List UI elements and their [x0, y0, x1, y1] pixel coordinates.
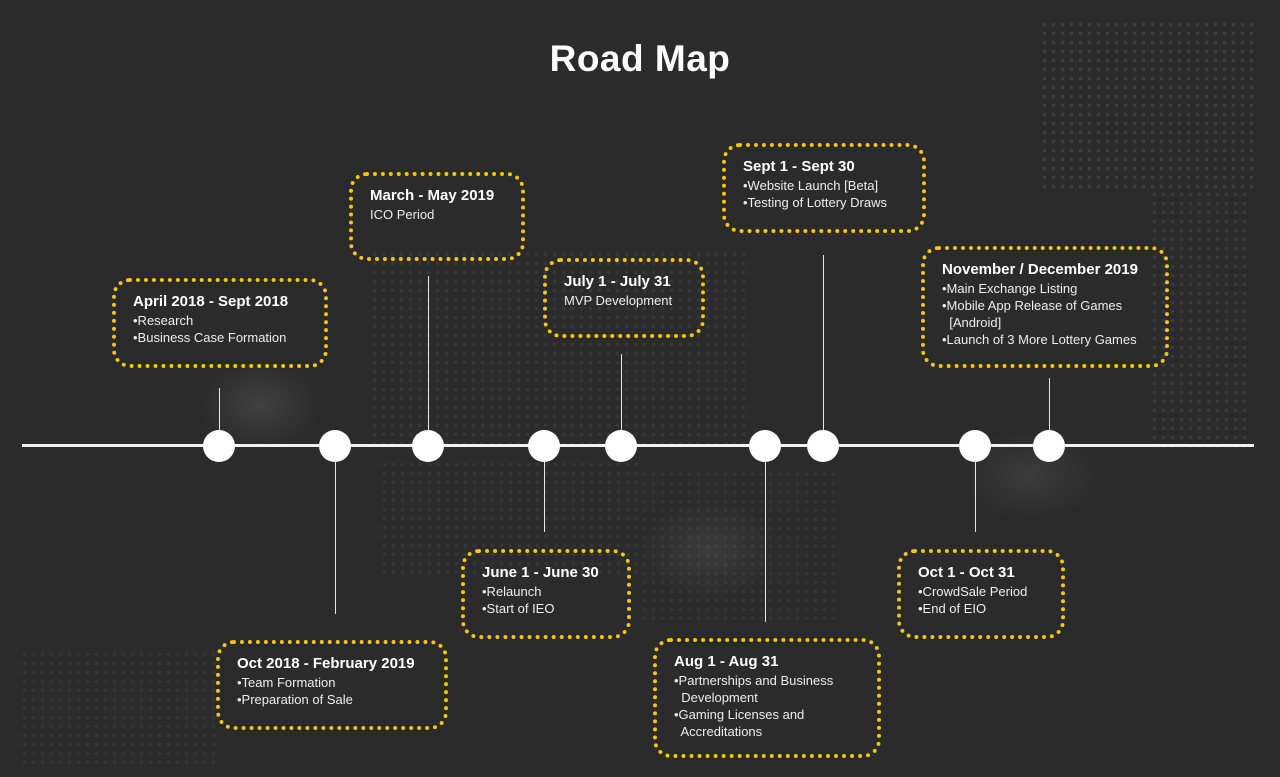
milestone-item: •Launch of 3 More Lottery Games [942, 332, 1137, 347]
milestone-card: Oct 1 - Oct 31 •CrowdSale Period •End of… [897, 549, 1065, 639]
milestone-card: June 1 - June 30 •Relaunch •Start of IEO [461, 549, 631, 639]
milestone-item: Accreditations [674, 724, 763, 739]
milestone-card: Sept 1 - Sept 30 •Website Launch [Beta] … [722, 143, 926, 233]
connector-line [219, 388, 220, 446]
milestone-item: •Team Formation [237, 675, 336, 690]
page-title: Road Map [549, 38, 731, 79]
milestone-item: MVP Development [564, 293, 673, 308]
milestone-item: ICO Period [370, 207, 435, 222]
milestone-date: Oct 2018 - February 2019 [237, 655, 415, 672]
milestone-item: •Gaming Licenses and [674, 707, 805, 722]
milestone-item: •Mobile App Release of Games [942, 298, 1123, 313]
milestone-card: Oct 2018 - February 2019 •Team Formation… [216, 640, 448, 730]
milestone-item: •Testing of Lottery Draws [743, 195, 887, 210]
connector-line [975, 446, 976, 532]
milestone-card: November / December 2019 •Main Exchange … [921, 246, 1169, 368]
timeline-line [22, 444, 1254, 447]
milestone-item: •CrowdSale Period [918, 584, 1028, 599]
connector-line [765, 446, 766, 622]
milestone-date: Aug 1 - Aug 31 [674, 653, 779, 670]
connector-line [621, 354, 622, 446]
connector-line [428, 276, 429, 446]
milestone-item: •Business Case Formation [133, 330, 287, 345]
milestone-item: •Partnerships and Business [674, 673, 834, 688]
milestone-date: March - May 2019 [370, 187, 495, 204]
milestone-card: March - May 2019 ICO Period [349, 172, 525, 261]
milestone-date: Oct 1 - Oct 31 [918, 564, 1015, 581]
timeline-node[interactable] [319, 430, 351, 462]
timeline-node[interactable] [1033, 430, 1065, 462]
milestone-date: April 2018 - Sept 2018 [133, 293, 289, 310]
world-map-pattern [20, 650, 220, 770]
connector-line [823, 255, 824, 446]
timeline-node[interactable] [749, 430, 781, 462]
timeline-node[interactable] [605, 430, 637, 462]
timeline-node[interactable] [959, 430, 991, 462]
milestone-item: •Relaunch [482, 584, 542, 599]
glow [640, 500, 780, 600]
milestone-item: •Preparation of Sale [237, 692, 353, 707]
milestone-card: Aug 1 - Aug 31 •Partnerships and Busines… [653, 638, 881, 758]
milestone-item: •Main Exchange Listing [942, 281, 1078, 296]
timeline-node[interactable] [807, 430, 839, 462]
milestone-item: Development [674, 690, 758, 705]
milestone-date: November / December 2019 [942, 261, 1138, 278]
milestone-item: •End of EIO [918, 601, 987, 616]
timeline-node[interactable] [412, 430, 444, 462]
world-map-pattern [640, 470, 840, 620]
timeline-node[interactable] [528, 430, 560, 462]
milestone-card: April 2018 - Sept 2018 •Research •Busine… [112, 278, 328, 368]
timeline-node[interactable] [203, 430, 235, 462]
milestone-item: •Research [133, 313, 194, 328]
connector-line [1049, 378, 1050, 446]
milestone-card: July 1 - July 31 MVP Development [543, 258, 705, 338]
connector-line [335, 446, 336, 614]
milestone-date: July 1 - July 31 [564, 273, 671, 290]
milestone-item: •Website Launch [Beta] [743, 178, 879, 193]
milestone-item: [Android] [942, 315, 1002, 330]
connector-line [544, 446, 545, 532]
milestone-date: Sept 1 - Sept 30 [743, 158, 855, 175]
milestone-date: June 1 - June 30 [482, 564, 599, 581]
milestone-item: •Start of IEO [482, 601, 555, 616]
